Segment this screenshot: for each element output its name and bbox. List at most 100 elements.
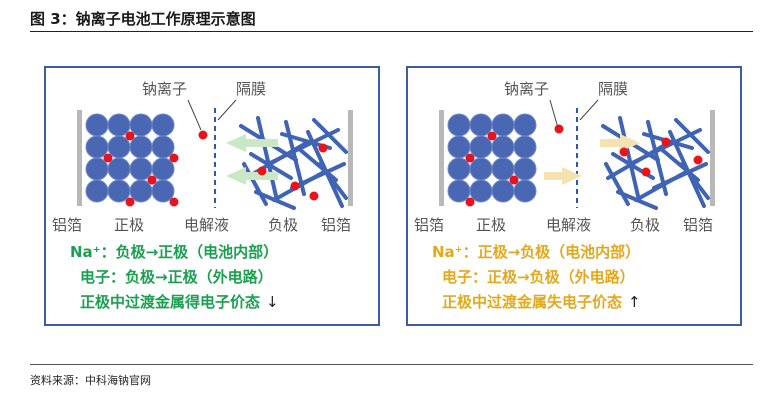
cathode-spheres xyxy=(85,113,175,203)
cathode-sphere xyxy=(151,179,175,203)
sodium-ion xyxy=(465,153,475,163)
cathode-sphere xyxy=(491,179,515,203)
sodium-ion xyxy=(169,153,179,163)
sodium-ion xyxy=(641,167,651,177)
cathode-sphere xyxy=(151,157,175,181)
sodium-ion xyxy=(147,175,157,185)
charge-schematic xyxy=(439,99,715,210)
ion-label: 钠离子 xyxy=(142,80,188,98)
anode-fibers xyxy=(239,116,348,210)
cathode-sphere xyxy=(129,113,153,137)
figure-source: 资料来源：中科海钠官网 xyxy=(30,374,151,387)
electron-direction: 电子：正极→负极（外电路） xyxy=(442,268,635,286)
separator-label: 隔膜 xyxy=(236,80,267,98)
carbon-fiber xyxy=(628,128,702,166)
carbon-fiber xyxy=(604,162,630,206)
cathode-sphere xyxy=(469,135,493,159)
cathode-sphere xyxy=(491,113,515,137)
left-foil-label: 铝箔 xyxy=(414,216,445,234)
sodium-ion xyxy=(198,130,208,140)
cathode-sphere xyxy=(447,157,471,181)
cathode-sphere xyxy=(469,157,493,181)
electrolyte-label: 电解液 xyxy=(546,216,592,234)
ion-label-leader xyxy=(187,99,202,131)
cathode-sphere xyxy=(85,135,109,159)
cathode-sphere xyxy=(129,135,153,159)
cathode-sphere xyxy=(491,157,515,181)
discharge-panel: 钠离子 隔膜 铝箔 正极 电解液 负极 铝箔 Na⁺：负极→正极（电池内部） 电… xyxy=(44,66,380,326)
valence-up-arrow: ↑ xyxy=(628,293,641,311)
ion-flow-arrows xyxy=(226,134,278,185)
cathode-label: 正极 xyxy=(114,216,145,234)
anode-label: 负极 xyxy=(630,216,661,234)
anode-fibers xyxy=(601,116,710,210)
cathode-spheres xyxy=(447,113,537,203)
cathode-sphere xyxy=(107,157,131,181)
carbon-fiber xyxy=(266,128,340,166)
cathode-sphere xyxy=(85,113,109,137)
ion-label: 钠离子 xyxy=(504,80,550,98)
left-foil xyxy=(439,110,444,206)
sodium-ion xyxy=(661,137,671,147)
sodium-ions xyxy=(103,130,328,207)
carbon-fiber xyxy=(249,152,293,180)
cathode-sphere xyxy=(151,135,175,159)
charge-panel: 钠离子 隔膜 铝箔 正极 电解液 负极 铝箔 Na⁺：正极→负极（电池内部） 电… xyxy=(406,66,742,326)
right-foil-label: 铝箔 xyxy=(683,216,714,234)
ion-label-leader xyxy=(549,99,559,129)
cathode-sphere xyxy=(447,179,471,203)
cathode-sphere xyxy=(107,135,131,159)
cathode-sphere xyxy=(107,113,131,137)
top-rule xyxy=(30,31,753,32)
cathode-sphere xyxy=(491,135,515,159)
sodium-ion xyxy=(318,143,328,153)
discharge-schematic xyxy=(77,99,353,210)
sodium-ion xyxy=(693,155,703,165)
right-foil xyxy=(710,110,715,206)
cathode-sphere xyxy=(513,157,537,181)
sodium-ion xyxy=(509,175,519,185)
valence-change: 正极中过渡金属得电子价态↓ xyxy=(80,292,279,312)
figure-title: 图 3：钠离子电池工作原理示意图 xyxy=(30,10,256,28)
sodium-ion xyxy=(103,153,113,163)
left-foil-label: 铝箔 xyxy=(52,216,83,234)
cathode-label: 正极 xyxy=(476,216,507,234)
sodium-ion-direction: Na⁺：负极→正极（电池内部） xyxy=(70,243,279,261)
carbon-fiber xyxy=(318,162,348,200)
carbon-fiber xyxy=(618,116,640,198)
cathode-sphere xyxy=(447,135,471,159)
ion-flow-arrows xyxy=(544,134,640,185)
valence-text: 正极中过渡金属失电子价态 xyxy=(442,293,623,311)
sodium-ion xyxy=(125,131,135,141)
right-foil-label: 铝箔 xyxy=(321,216,352,234)
cathode-sphere xyxy=(513,135,537,159)
sodium-ion xyxy=(125,197,135,207)
cathode-sphere xyxy=(107,179,131,203)
sodium-ion-direction: Na⁺：正极→负极（电池内部） xyxy=(432,243,641,261)
carbon-fiber xyxy=(242,162,268,206)
sodium-ion xyxy=(487,131,497,141)
valence-change: 正极中过渡金属失电子价态 ↑ xyxy=(442,292,641,312)
sodium-ion xyxy=(290,181,300,191)
cathode-sphere xyxy=(469,113,493,137)
sodium-ion xyxy=(554,124,564,134)
carbon-fiber xyxy=(312,118,348,154)
cathode-sphere xyxy=(513,113,537,137)
electrolyte-label: 电解液 xyxy=(184,216,230,234)
anode-label: 负极 xyxy=(268,216,299,234)
electron-direction: 电子：负极→正极（外电路） xyxy=(80,268,273,286)
cathode-sphere xyxy=(151,113,175,137)
separator-label-leader xyxy=(579,99,599,121)
sodium-ions xyxy=(465,124,703,207)
valence-down-arrow: ↓ xyxy=(266,293,279,311)
cathode-sphere xyxy=(469,179,493,203)
bottom-rule xyxy=(30,364,753,365)
carbon-fiber xyxy=(674,118,710,154)
right-foil xyxy=(348,110,353,206)
carbon-fiber xyxy=(256,116,278,198)
sodium-ion xyxy=(169,197,179,207)
separator-label: 隔膜 xyxy=(598,80,629,98)
cathode-sphere xyxy=(513,179,537,203)
carbon-fiber xyxy=(680,162,710,200)
sodium-ion xyxy=(309,191,319,201)
